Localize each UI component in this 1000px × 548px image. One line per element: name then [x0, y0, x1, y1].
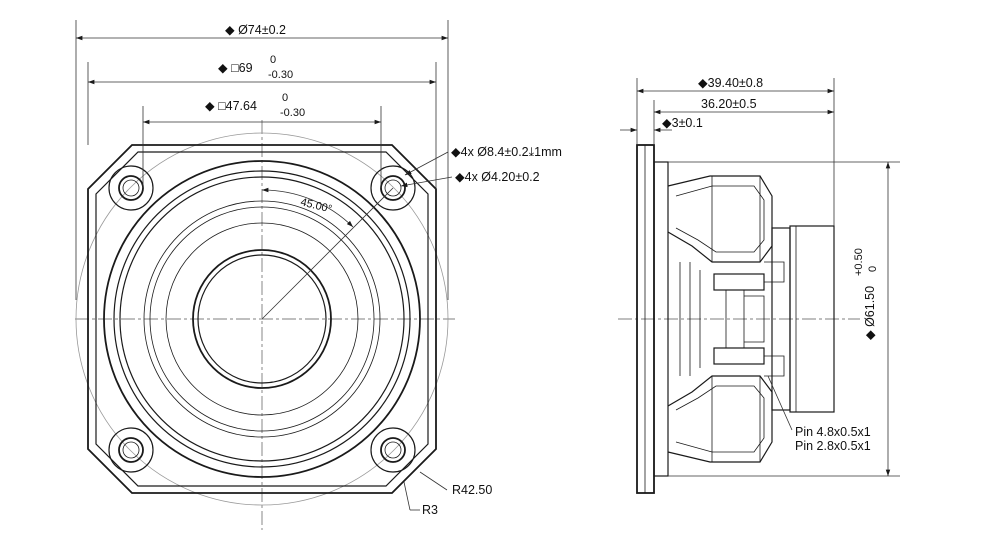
mounting-hole-bottom-right	[370, 427, 416, 473]
dim-square-47: ◆ □47.64	[205, 99, 257, 113]
dim-square-69-lower: -0.30	[268, 69, 293, 81]
struts	[679, 262, 701, 376]
leader-hole-counterbore	[404, 151, 449, 176]
dim-square-47-lower: -0.30	[280, 107, 305, 119]
pin-lower	[764, 355, 785, 377]
mounting-hole-bottom-left	[108, 427, 154, 473]
mounting-hole-top-left	[108, 165, 154, 211]
magnet	[789, 225, 835, 413]
leader-radius-corner	[403, 481, 411, 511]
outer-frame	[87, 144, 437, 494]
dim-square-69-upper: 0	[270, 54, 276, 66]
leader-hole-diameter	[400, 176, 453, 188]
angle-label: 45.00°	[299, 196, 333, 215]
angle-45-line	[261, 187, 394, 320]
dim-radius-large: R42.50	[452, 483, 492, 497]
basket-upper-inner	[675, 185, 765, 253]
terminal-block	[725, 289, 745, 349]
outer-radius-circle	[75, 132, 449, 506]
terminal-lower	[713, 347, 765, 365]
dim-square-69: ◆ □69	[218, 61, 253, 75]
dim-flange: ◆3±0.1	[662, 116, 703, 130]
leader-radius-large	[419, 471, 448, 491]
basket-lower-inner	[675, 385, 765, 453]
gasket	[653, 161, 669, 477]
dim-diameter: ◆ Ø61.50	[863, 286, 877, 340]
dim-body-depth: 36.20±0.5	[701, 97, 757, 111]
terminal-bracket	[744, 295, 765, 343]
dim-total-depth: ◆39.40±0.8	[698, 76, 763, 90]
dust-cap-outer	[192, 249, 332, 389]
front-view: 45.00° ◆ Ø74±0.2 ◆ □69 0 -0.30 ◆ □47.64 …	[75, 20, 562, 530]
basket-ring	[103, 160, 421, 478]
side-view: ◆39.40±0.8 36.20±0.5 ◆3±0.1 ◆ Ø61.50 +0.…	[618, 76, 900, 494]
dim-hole-counterbore: ◆4x Ø8.4±0.2⤓1mm	[451, 145, 562, 159]
dim-diameter-lower: 0	[867, 266, 879, 272]
dim-diameter-group: ◆ Ø61.50 +0.50 0	[853, 248, 879, 340]
surround-inner-ring	[119, 176, 405, 462]
angle-arc	[261, 187, 354, 228]
dim-radius-corner: R3	[422, 503, 438, 517]
leader-pin	[767, 375, 793, 431]
surround-outer-ring	[113, 170, 411, 468]
dim-square-47-upper: 0	[282, 92, 288, 104]
inner-frame	[95, 151, 429, 487]
dim-hole-diameter: ◆4x Ø4.20±0.2	[455, 170, 540, 184]
dim-diameter-upper: +0.50	[853, 248, 865, 276]
pin-upper	[764, 261, 785, 283]
pin-label-2: Pin 2.8x0.5x1	[795, 439, 871, 453]
pin-label-1: Pin 4.8x0.5x1	[795, 425, 871, 439]
dust-cap-inner	[197, 254, 327, 384]
terminal-upper	[713, 273, 765, 291]
dim-outer-diameter: ◆ Ø74±0.2	[225, 23, 286, 37]
